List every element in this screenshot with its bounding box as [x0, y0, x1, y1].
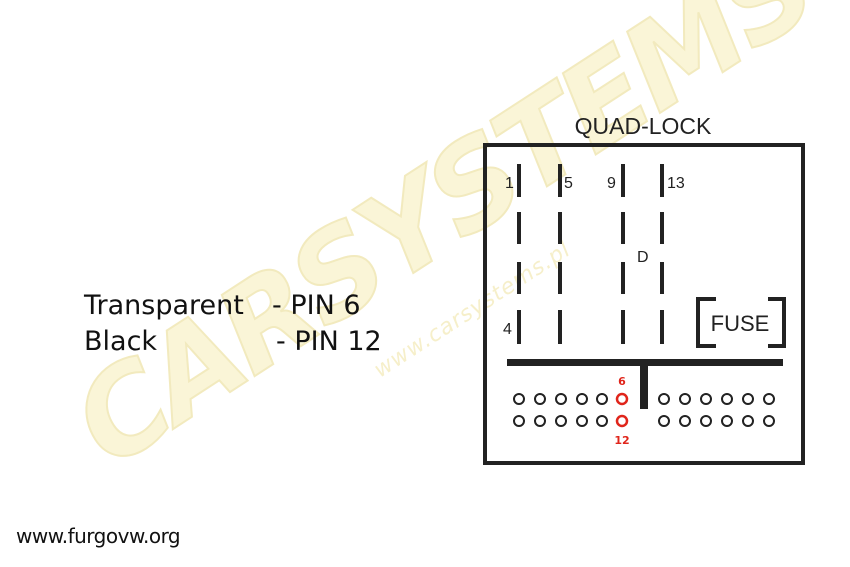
svg-text:CARSYSTEMS: CARSYSTEMS: [50, 0, 836, 493]
fuse-label: FUSE: [711, 311, 770, 336]
slot-label-13: 13: [667, 175, 685, 192]
pin-holes: [513, 393, 775, 427]
slot-columns: [517, 164, 664, 344]
pin-12-highlight: [615, 414, 629, 428]
legend-wire-color: Transparent: [84, 290, 244, 321]
slot-label-1: 1: [505, 175, 514, 192]
slot-label-d: D: [637, 249, 649, 266]
pin-6-highlight: [615, 392, 629, 406]
pin-6-label: 6: [618, 375, 626, 388]
legend-wire-pin: - PIN 6: [272, 290, 361, 321]
slot-label-5: 5: [564, 175, 573, 192]
footer-url: www.furgovw.org: [16, 524, 181, 548]
legend-wire-pin: - PIN 12: [276, 326, 382, 357]
carsystems-watermark: CARSYSTEMS www.carsystems.pl: [49, 0, 837, 494]
fuse-bracket: [696, 297, 786, 348]
connector-title: QUAD-LOCK: [575, 113, 712, 139]
legend-wire-color: Black: [84, 326, 158, 357]
slot-label-4: 4: [503, 321, 512, 338]
connector-housing: [483, 143, 805, 465]
divider-key: [640, 359, 648, 409]
slot-label-9: 9: [607, 175, 616, 192]
pin-12-label: 12: [614, 434, 629, 447]
